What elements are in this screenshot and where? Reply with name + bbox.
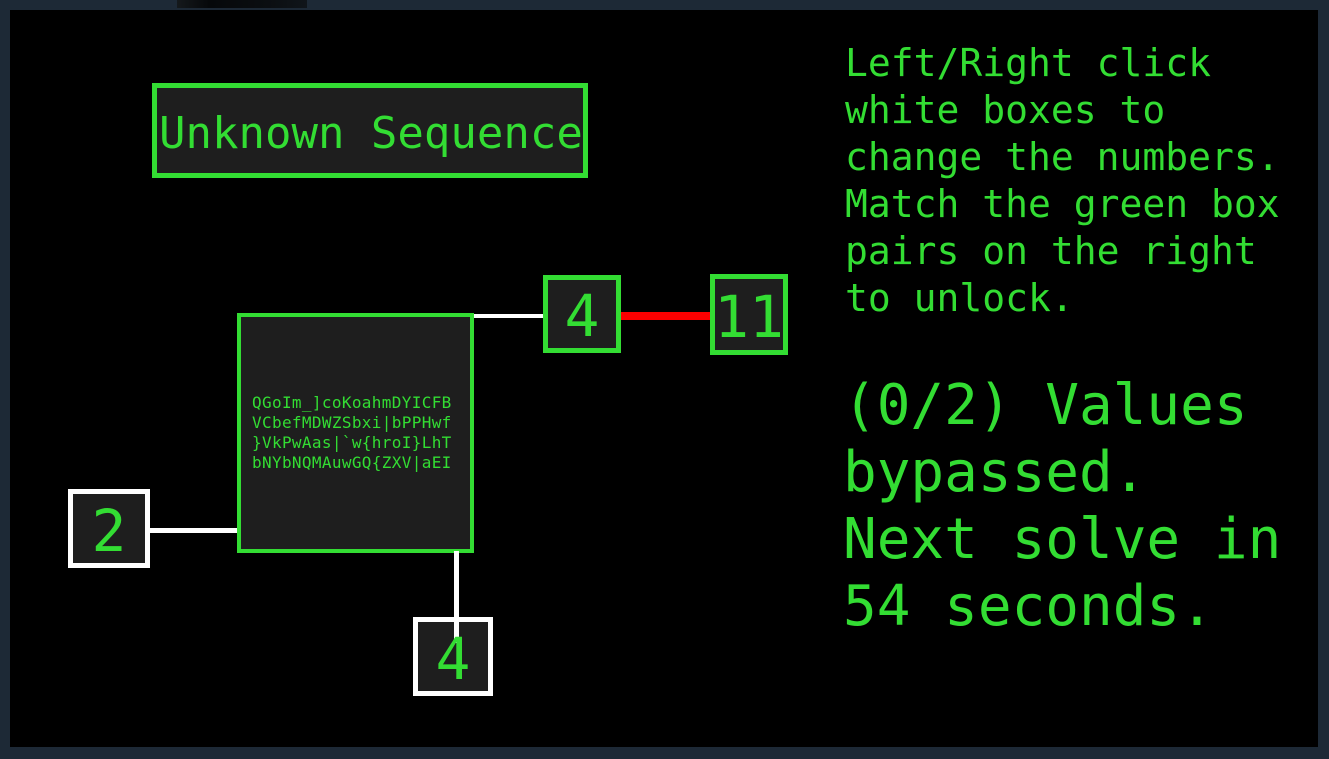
white-number-box-left[interactable]: 2 bbox=[68, 489, 150, 568]
page-title: Unknown Sequence bbox=[159, 108, 583, 159]
green-target-value: 11 bbox=[714, 282, 784, 351]
white-number-box-bottom[interactable]: 4 bbox=[413, 617, 493, 696]
green-value-box-top: 4 bbox=[543, 275, 621, 353]
cipher-terminal: QGoIm_]coKoahmDYICFB VCbefMDWZSbxi|bPPHw… bbox=[237, 313, 474, 553]
wire-terminal-to-top-box bbox=[474, 314, 543, 318]
wire-top-box-to-target-box bbox=[621, 312, 710, 320]
wire-left-box-to-terminal bbox=[149, 528, 237, 533]
status-text: (0/2) Values bypassed. Next solve in 54 … bbox=[843, 373, 1282, 639]
green-value-top: 4 bbox=[564, 282, 600, 350]
title-box: Unknown Sequence bbox=[152, 83, 588, 178]
instructions-text: Left/Right click white boxes to change t… bbox=[845, 41, 1280, 320]
white-box-left-value: 2 bbox=[91, 496, 127, 565]
cipher-text-line: bNYbNQMAuwGQ{ZXV|aEI bbox=[252, 453, 452, 472]
wire-terminal-to-bottom-box bbox=[454, 551, 459, 643]
top-edge-artifact bbox=[177, 0, 307, 8]
cipher-text-line: VCbefMDWZSbxi|bPPHwf bbox=[252, 413, 452, 432]
cipher-text-line: }VkPwAas|`w{hroI}LhT bbox=[252, 433, 452, 452]
green-target-box: 11 bbox=[710, 274, 788, 355]
white-box-bottom-value: 4 bbox=[435, 624, 471, 693]
cipher-text-line: QGoIm_]coKoahmDYICFB bbox=[252, 393, 452, 412]
